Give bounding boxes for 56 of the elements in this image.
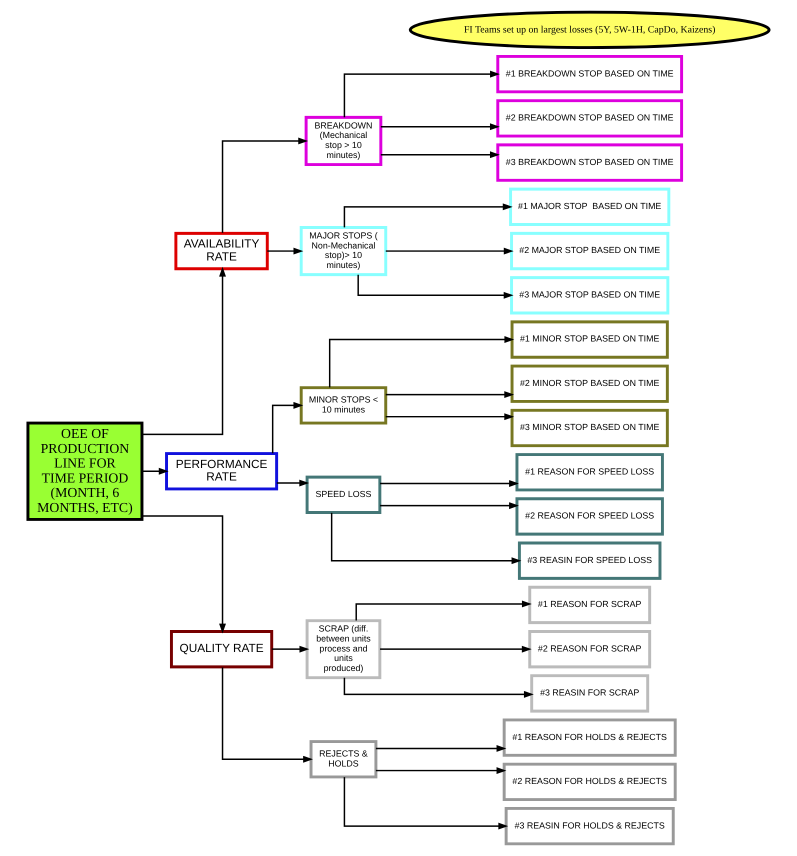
arrow: [222, 667, 313, 763]
arrow: [380, 151, 500, 158]
arrow: [222, 138, 308, 233]
arrow: [380, 502, 519, 510]
node-box: #2 MAJOR STOP BASED ON TIME: [510, 232, 670, 270]
node-box: SCRAP (diff. between units process and units produced): [306, 619, 382, 680]
node-box: SPEED LOSS: [306, 476, 382, 514]
node-box: #2 BREAKDOWN STOP BASED ON TIME: [496, 99, 684, 138]
node-box: #3 BREAKDOWN STOP BASED ON TIME: [496, 143, 684, 182]
node-box: #1 BREAKDOWN STOP BASED ON TIME: [496, 54, 684, 94]
node-box: MINOR STOPS < 10 minutes: [300, 386, 388, 425]
arrow: [344, 777, 508, 830]
arrow: [267, 248, 304, 254]
arrow: [376, 745, 506, 752]
node-box: #1 REASON FOR SCRAP: [528, 586, 652, 624]
node-box: #3 REASIN FOR SCRAP: [530, 674, 650, 713]
node-box: #2 MINOR STOP BASED ON TIME: [510, 364, 669, 403]
node-box: BREAKDOWN (Mechanical stop > 10 minutes): [304, 116, 382, 166]
node-ellipse: FI Teams set up on largest losses (5Y, 5W-1H, CapDo, Kaizens): [408, 10, 771, 50]
node-box: REJECTS & HOLDS: [310, 740, 378, 778]
node-box: #2 REASON FOR SCRAP: [528, 630, 652, 668]
node-box: QUALITY RATE: [170, 630, 274, 668]
arrow: [380, 480, 519, 487]
arrow: [376, 767, 506, 774]
node-box: #1 MAJOR STOP BASED ON TIME: [509, 188, 670, 226]
arrow: [357, 274, 514, 299]
node-box: #1 REASON FOR SPEED LOSS: [515, 453, 664, 492]
arrow: [142, 515, 226, 634]
node-box: #1 MINOR STOP BASED ON TIME: [510, 320, 669, 359]
arrow: [272, 402, 304, 454]
node-box: #3 MINOR STOP BASED ON TIME: [510, 408, 669, 448]
node-box: OEE OF PRODUCTION LINE FOR TIME PERIOD (MONTH, 6 MONTHS, ETC): [26, 422, 144, 521]
arrow: [386, 413, 514, 420]
arrow: [276, 480, 310, 486]
arrow: [344, 203, 513, 228]
arrow: [380, 123, 500, 130]
arrow: [344, 678, 534, 698]
arrow: [344, 70, 500, 118]
node-box: #3 MAJOR STOP BASED ON TIME: [510, 276, 670, 314]
node-box: PERFORMANCE RATE: [165, 452, 278, 490]
arrow: [328, 336, 514, 388]
arrow: [355, 600, 532, 621]
node-box: #3 REASIN FOR SPEED LOSS: [518, 542, 662, 580]
arrow: [142, 266, 226, 436]
arrow: [272, 646, 310, 653]
arrow: [380, 646, 532, 653]
node-box: #2 REASON FOR SPEED LOSS: [515, 497, 664, 536]
arrow: [330, 512, 522, 564]
node-box: #3 REASIN FOR HOLDS & REJECTS: [504, 806, 675, 846]
node-box: #2 REASON FOR HOLDS & REJECTS: [502, 762, 677, 802]
node-box: AVAILABILITY RATE: [174, 232, 269, 270]
arrow: [386, 391, 514, 398]
node-box: MAJOR STOPS ( Non-Mechanical stop)> 10 minutes): [300, 226, 388, 276]
node-box: #1 REASON FOR HOLDS & REJECTS: [502, 718, 677, 757]
arrow: [142, 468, 169, 475]
arrow: [386, 248, 514, 254]
